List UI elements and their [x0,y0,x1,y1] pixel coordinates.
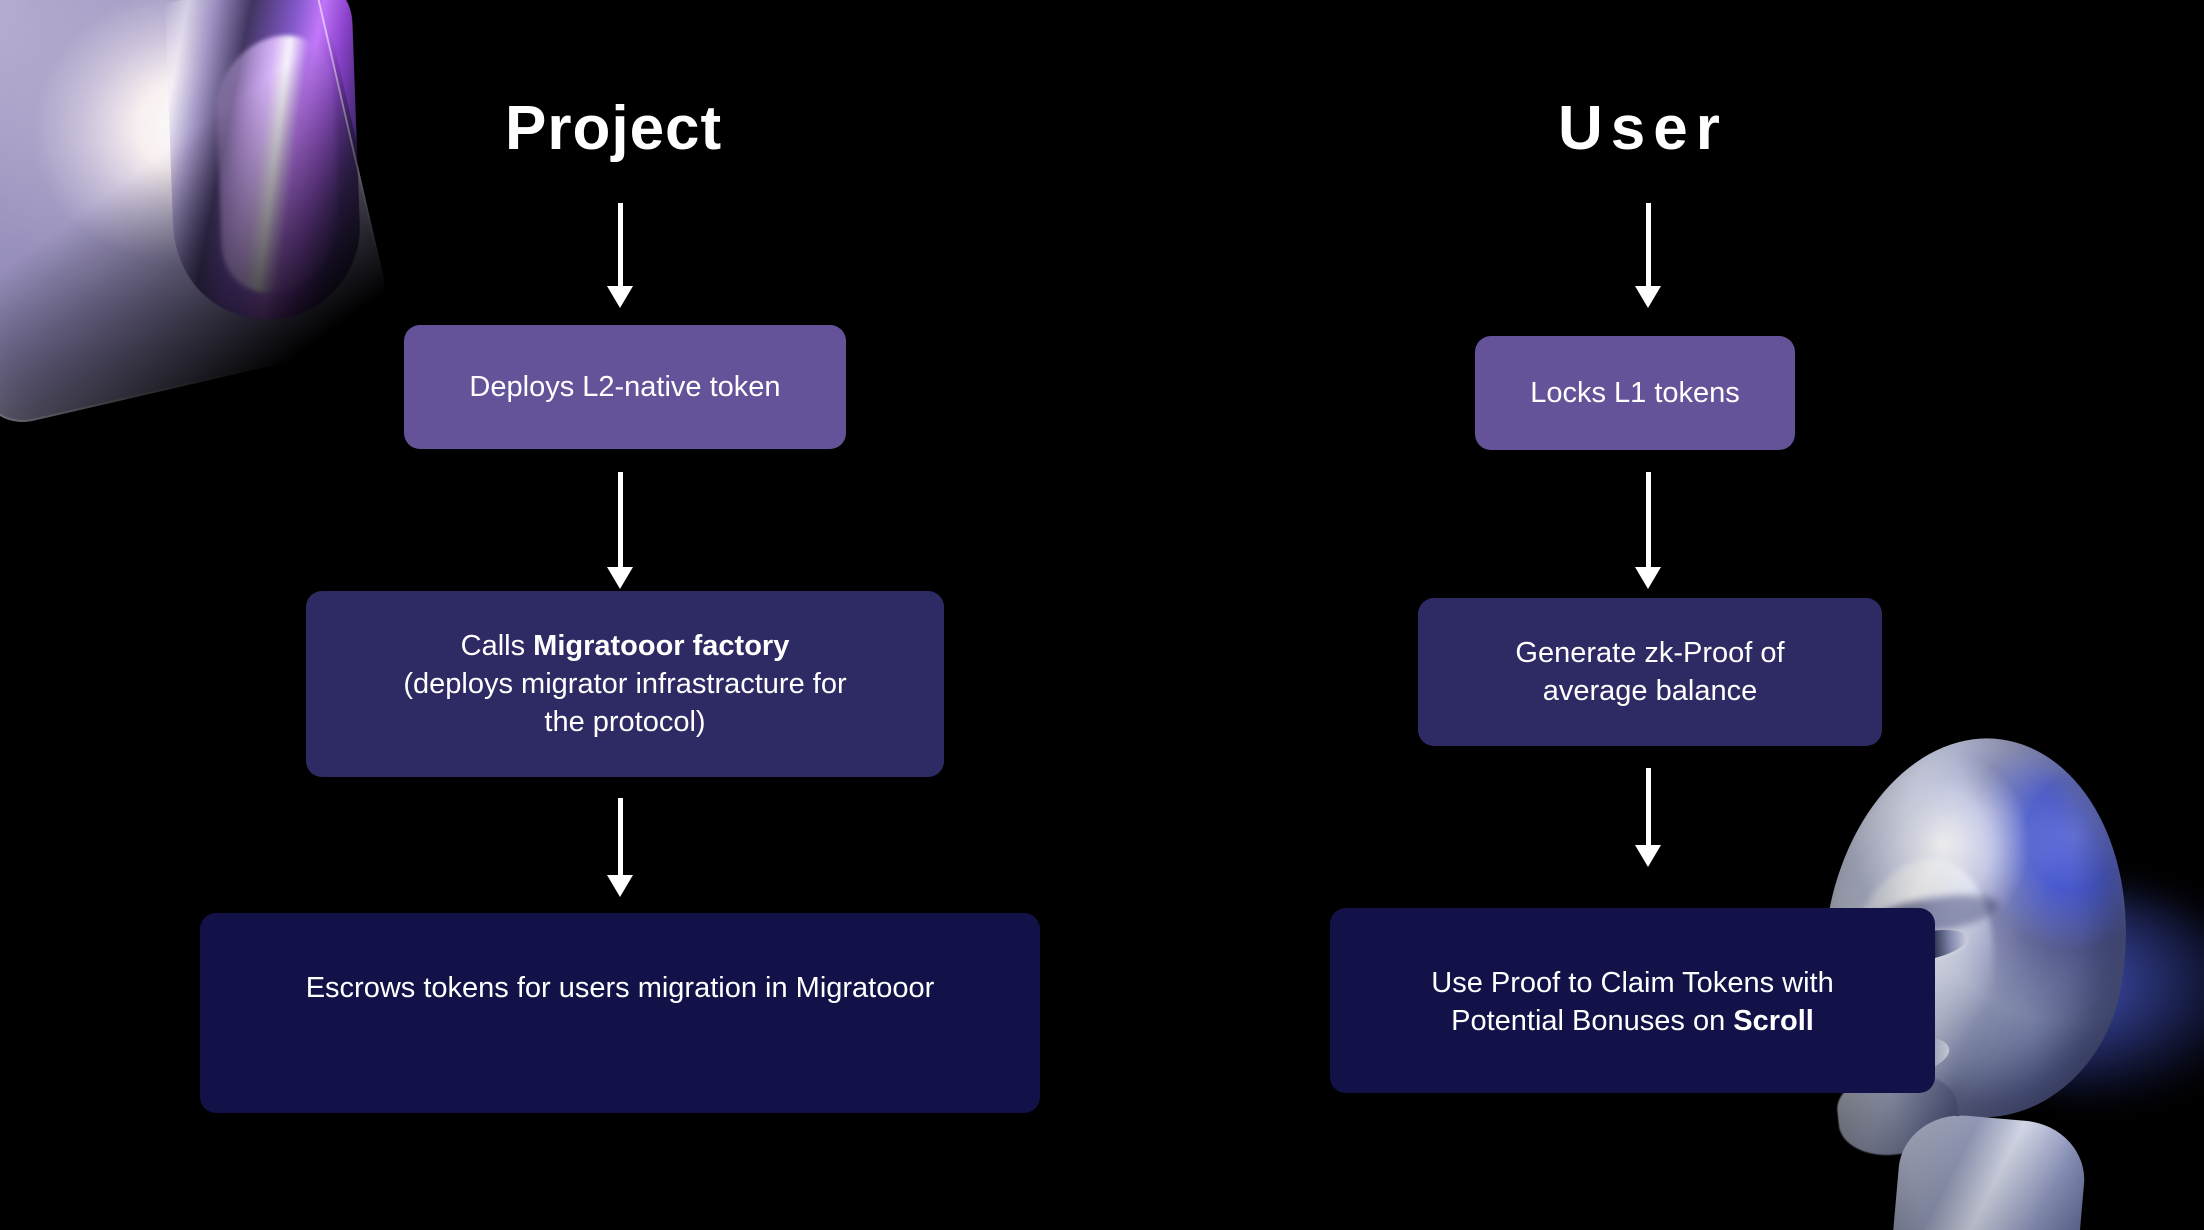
arrow-user-node1-to-node2 [1635,472,1661,589]
arrow-shaft [618,798,623,875]
arrow-shaft [1646,203,1651,286]
arrow-head-icon [1635,567,1661,589]
user-column-title: User [1558,94,1728,163]
plate-rim [0,0,398,432]
arrow-project-node2-to-node3 [607,798,633,897]
node-line2-prefix: Potential Bonuses on [1451,1005,1734,1038]
node-line1-prefix: Calls [460,629,534,662]
node-use-proof-to-claim[interactable]: Use Proof to Claim Tokens with Potential… [1330,908,1935,1093]
node-label: Locks L1 tokens [1530,376,1740,409]
node-line1-bold: Migratooor factory [533,629,790,662]
node-line1: Use Proof to Claim Tokens with [1431,967,1834,999]
arrow-shaft [1646,768,1651,845]
node-line3: the protocol) [544,706,706,739]
arrow-user-title-to-node1 [1635,203,1661,308]
node-line1: Generate zk-Proof of [1515,636,1785,669]
arrow-shaft [618,203,623,286]
node-deploys-l2-native-token[interactable]: Deploys L2-native token [404,325,846,449]
node-label: Deploys L2-native token [469,370,781,403]
node-calls-migratooor-factory[interactable]: Calls Migratooor factory (deploys migrat… [306,591,944,777]
arrow-head-icon [607,286,633,308]
node-line2: (deploys migrator infrastracture for [403,667,847,700]
arrow-project-title-to-node1 [607,203,633,308]
arrow-user-node2-to-node3 [1635,768,1661,867]
node-generate-zk-proof[interactable]: Generate zk-Proof of average balance [1418,598,1882,746]
node-line2-bold: Scroll [1733,1005,1814,1038]
node-label: Use Proof to Claim Tokens with Potential… [1431,964,1833,1041]
node-label: Generate zk-Proof of average balance [1515,634,1784,711]
arrow-shaft [618,472,623,567]
arrow-head-icon [1635,286,1661,308]
node-locks-l1-tokens[interactable]: Locks L1 tokens [1475,336,1795,450]
arrow-shaft [1646,472,1651,567]
arrow-project-node1-to-node2 [607,472,633,589]
node-line2: average balance [1542,675,1758,707]
arrow-head-icon [1635,845,1661,867]
node-escrows-tokens[interactable]: Escrows tokens for users migration in Mi… [200,913,1040,1113]
node-label: Escrows tokens for users migration in Mi… [305,972,935,1004]
head-blue-haze [1964,888,2204,1098]
plate-edge-fade [0,0,403,437]
plate-curl-highlight [214,23,341,306]
plate-curl [164,0,363,339]
arrow-head-icon [607,567,633,589]
plate-body [0,0,398,432]
arrow-head-icon [607,875,633,897]
head-neck [1888,1110,2090,1230]
node-label: Calls Migratooor factory (deploys migrat… [403,627,846,742]
project-column-title: Project [505,94,723,163]
glossy-curled-plate-decoration [0,0,403,437]
